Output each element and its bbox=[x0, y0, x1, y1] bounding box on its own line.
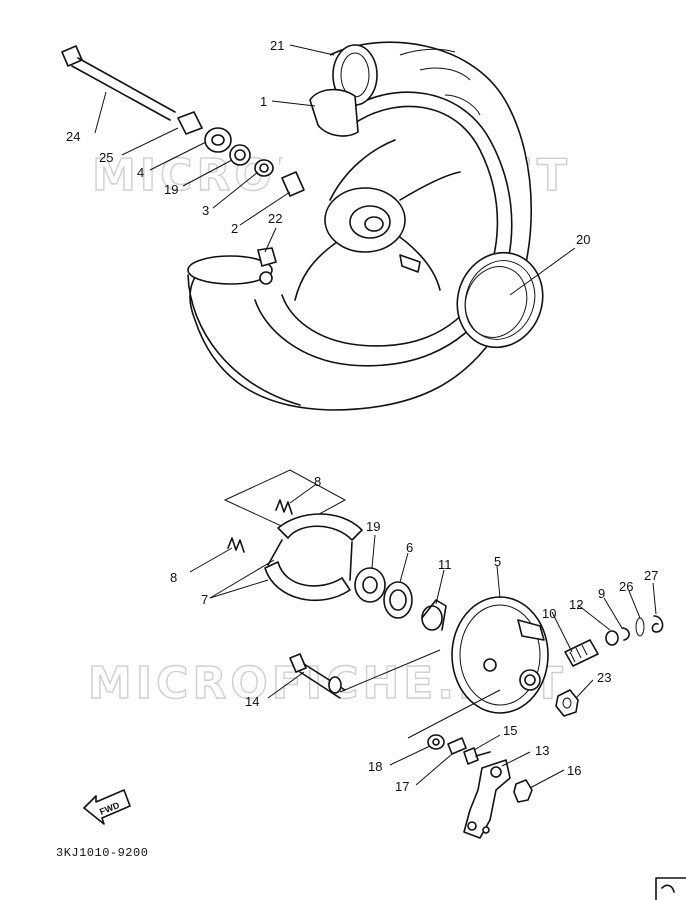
collar-11 bbox=[421, 599, 447, 631]
callout-6: 6 bbox=[406, 540, 413, 555]
callout-5: 5 bbox=[494, 554, 501, 569]
indicator-plate bbox=[447, 737, 467, 755]
callout-24: 24 bbox=[66, 129, 80, 144]
meter-gear bbox=[564, 639, 599, 667]
callout-11: 11 bbox=[438, 557, 452, 572]
callout-numbers: 21 1 24 25 4 19 3 2 22 20 8 8 7 19 6 11 … bbox=[66, 38, 658, 794]
callout-12: 12 bbox=[569, 597, 583, 612]
camshaft-leader bbox=[339, 649, 441, 693]
callout-13: 13 bbox=[535, 743, 549, 758]
callout-27: 27 bbox=[644, 568, 658, 583]
callout-19-lower: 19 bbox=[366, 519, 380, 534]
forward-arrow-icon: FWD bbox=[83, 789, 131, 825]
callout-21: 21 bbox=[270, 38, 284, 53]
bearing-4 bbox=[204, 127, 232, 153]
callout-23: 23 bbox=[597, 670, 611, 685]
callout-7: 7 bbox=[201, 592, 208, 607]
leader-lines bbox=[94, 44, 657, 789]
clip-27 bbox=[651, 615, 664, 633]
callout-25: 25 bbox=[99, 150, 113, 165]
callout-17: 17 bbox=[395, 779, 409, 794]
washer-12 bbox=[605, 630, 619, 646]
wheel-axle bbox=[61, 45, 176, 121]
drawing-code: 3KJ1010-9200 bbox=[56, 846, 148, 860]
spacer-2 bbox=[281, 171, 305, 197]
brake-shoes bbox=[264, 513, 363, 602]
cam-lever bbox=[463, 759, 511, 839]
oil-seal-6 bbox=[383, 581, 413, 619]
camshaft bbox=[289, 653, 346, 699]
nut-16 bbox=[513, 779, 533, 803]
bolt-15 bbox=[463, 747, 491, 765]
clip-9 bbox=[621, 627, 630, 641]
corner-mark bbox=[655, 877, 686, 900]
callout-20: 20 bbox=[576, 232, 590, 247]
axle-nut bbox=[555, 689, 579, 717]
washer-18 bbox=[427, 734, 445, 750]
callout-22: 22 bbox=[268, 211, 282, 226]
callout-19-top: 19 bbox=[164, 182, 178, 197]
spring-upper bbox=[275, 499, 293, 515]
callout-8-upper: 8 bbox=[314, 474, 321, 489]
callout-4: 4 bbox=[137, 165, 144, 180]
callout-9: 9 bbox=[598, 586, 605, 601]
front-wheel-assembly bbox=[187, 41, 544, 411]
callout-26: 26 bbox=[619, 579, 633, 594]
callout-3: 3 bbox=[202, 203, 209, 218]
callout-14: 14 bbox=[245, 694, 259, 709]
callout-1: 1 bbox=[260, 94, 267, 109]
callout-8-lower: 8 bbox=[170, 570, 177, 585]
callout-18: 18 bbox=[368, 759, 382, 774]
spring-lower bbox=[227, 537, 245, 553]
callout-15: 15 bbox=[503, 723, 517, 738]
corner-logo-icon bbox=[661, 884, 675, 893]
circlip-26 bbox=[635, 617, 645, 637]
collar bbox=[177, 111, 203, 135]
leader-18 bbox=[407, 689, 501, 739]
callout-2: 2 bbox=[231, 221, 238, 236]
callout-16: 16 bbox=[567, 763, 581, 778]
callout-10: 10 bbox=[542, 606, 556, 621]
bearing-lower bbox=[354, 567, 386, 603]
brake-plate bbox=[451, 596, 549, 714]
washer-3 bbox=[254, 159, 274, 177]
group-bracket-8 bbox=[223, 469, 347, 531]
oil-seal-top bbox=[229, 144, 251, 166]
